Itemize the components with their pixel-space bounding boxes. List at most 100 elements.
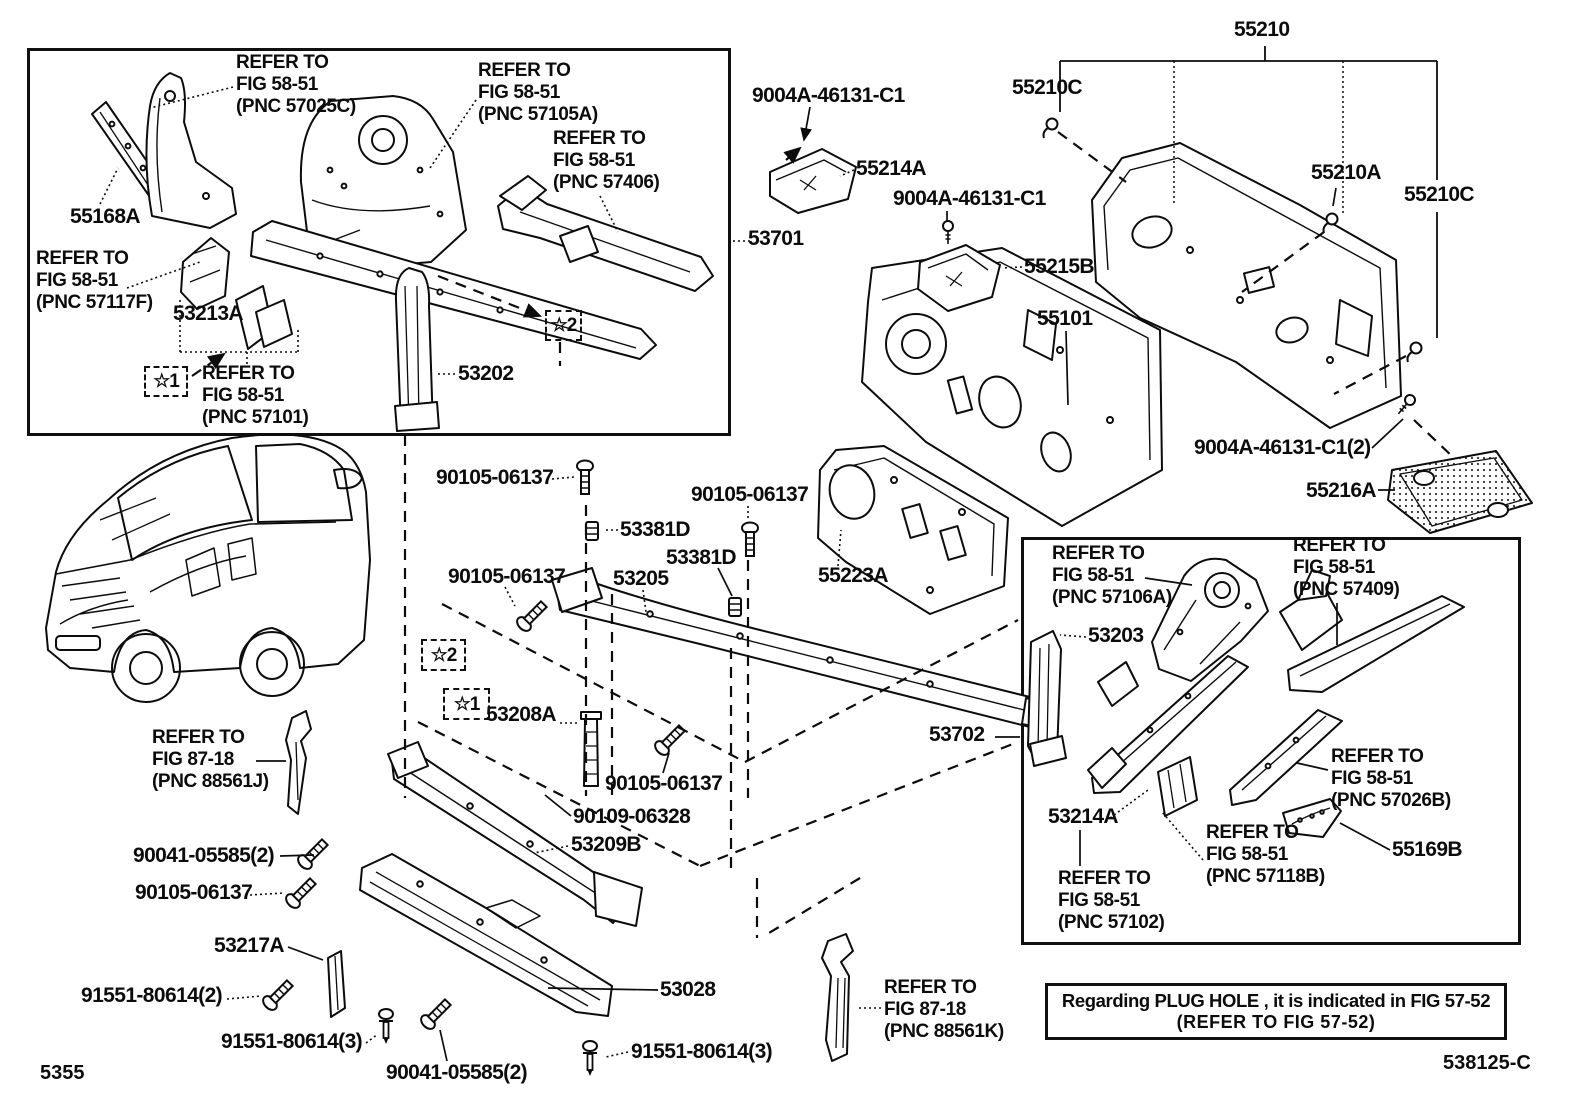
part-label-55169b: 55169B: [1392, 838, 1463, 861]
part-label-55168a: 55168A: [70, 205, 141, 228]
bracket-55210: [1059, 46, 1438, 338]
part-label-53028: 53028: [660, 978, 716, 1001]
insulator-pad-55216a-drawing: [1387, 450, 1533, 534]
plates-57118b-drawing: [1157, 756, 1198, 817]
refer-label-57025c: REFER TO FIG 58-51 (PNC 57025C): [236, 52, 356, 117]
clip-55210c-icon: [1406, 341, 1423, 363]
plate-stack-57117f-drawing: [180, 237, 230, 310]
brace-53202-drawing: [394, 267, 440, 432]
part-label-55210a: 55210A: [1311, 161, 1382, 184]
support-center-lower-53028-drawing: [359, 853, 613, 1017]
grommet-53381d-icon: [728, 597, 742, 617]
fender-apron-57105a-drawing: [299, 95, 467, 269]
star2-marker-main: ☆2: [421, 639, 466, 671]
stay-53217a-drawing: [327, 950, 346, 1018]
refer-label-57106a: REFER TO FIG 58-51 (PNC 57106A): [1052, 543, 1172, 608]
side-mirror-drawing: [333, 468, 363, 490]
insulator-pad-55214a-drawing: [769, 148, 857, 214]
grommet-53381d-icon: [585, 521, 599, 541]
inset-detail-box: [27, 48, 731, 436]
refer-label-88561k: REFER TO FIG 87-18 (PNC 88561K): [884, 977, 1004, 1042]
part-label-90105-right: 90105-06137: [691, 483, 809, 506]
part-label-90105-bottom: 90105-06137: [605, 772, 723, 795]
support-upper-53205-drawing: [551, 567, 1057, 731]
clip-55210c-icon: [1042, 117, 1059, 139]
right-detail-box: [1021, 537, 1521, 945]
refer-label-57406: REFER TO FIG 58-51 (PNC 57406): [553, 128, 660, 193]
part-label-53205: 53205: [613, 567, 669, 590]
screw-9004a-icon: [942, 220, 954, 245]
cowl-side-strip-55168a-drawing: [91, 101, 165, 201]
part-label-91551-2: 91551-80614(2): [81, 984, 223, 1007]
part-label-9004a-3: 9004A-46131-C1(2): [1194, 436, 1371, 459]
clip-91551-icon: [378, 1008, 394, 1045]
refer-label-57409: REFER TO FIG 58-51 (PNC 57409): [1293, 535, 1400, 600]
front-pillar-57025c-drawing: [145, 72, 237, 229]
star1-marker-inset: ☆1: [144, 366, 188, 397]
assembly-dashed-lines: [191, 131, 1455, 938]
plug-hole-note-line2: (REFER TO FIG 57-52): [1176, 1012, 1376, 1032]
part-label-55223a: 55223A: [818, 564, 889, 587]
refer-label-57118b: REFER TO FIG 58-51 (PNC 57118B): [1206, 822, 1325, 887]
part-label-90105-mid: 90105-06137: [448, 565, 566, 588]
part-label-91551-3a: 91551-80614(3): [221, 1030, 363, 1053]
bracket-88561j-drawing: [285, 710, 312, 815]
part-label-55210c-left: 55210C: [1012, 76, 1083, 99]
part-label-53203: 53203: [1088, 624, 1144, 647]
star1-marker-main: ☆1: [443, 688, 490, 720]
side-member-57026b-drawing: [1229, 709, 1343, 806]
refer-label-88561j: REFER TO FIG 87-18 (PNC 88561J): [152, 727, 269, 792]
pin-53208a-drawing: [580, 711, 602, 787]
part-label-90041-bottom: 90041-05585(2): [386, 1061, 528, 1084]
part-label-90041-top: 90041-05585(2): [133, 844, 275, 867]
part-label-55214a: 55214A: [856, 157, 927, 180]
refer-label-57117f: REFER TO FIG 58-51 (PNC 57117F): [36, 248, 153, 313]
apron-rail-57406-drawing: [497, 175, 714, 292]
refer-label-57105a: REFER TO FIG 58-51 (PNC 57105A): [478, 60, 598, 125]
part-label-55215b: 55215B: [1024, 255, 1095, 278]
apron-57106a-drawing: [1151, 557, 1269, 682]
part-label-9004a-1: 9004A-46131-C1: [752, 84, 905, 107]
apron-rail-57409-drawing: [1279, 569, 1465, 693]
part-label-53209b: 53209B: [571, 833, 642, 856]
part-label-90105-top: 90105-06137: [436, 466, 554, 489]
insulator-pad-55215b-drawing: [917, 244, 1001, 312]
part-label-55210: 55210: [1234, 18, 1290, 41]
sheet-number: 5355: [40, 1062, 85, 1084]
gusset-55169b-drawing: [1282, 798, 1342, 838]
part-label-53208a: 53208A: [486, 703, 557, 726]
part-label-53214a: 53214A: [1048, 805, 1119, 828]
crossmember-lower-53209b-drawing: [387, 741, 643, 927]
refer-label-57101: REFER TO FIG 58-51 (PNC 57101): [202, 363, 309, 428]
part-label-90105-lowleft: 90105-06137: [135, 881, 253, 904]
part-label-91551-3b: 91551-80614(3): [631, 1040, 773, 1063]
figure-code: 538125-C: [1443, 1052, 1531, 1074]
leader-lines: [99, 46, 1438, 1062]
part-label-53217a: 53217A: [214, 934, 285, 957]
lower-rail-53214a-drawing: [1087, 655, 1249, 794]
part-label-55101: 55101: [1037, 307, 1093, 330]
part-label-53202: 53202: [458, 362, 514, 385]
refer-label-57026b: REFER TO FIG 58-51 (PNC 57026B): [1331, 746, 1451, 811]
dash-panel-lower-55223a-drawing: [817, 445, 1009, 615]
part-label-53381d-1: 53381D: [620, 518, 691, 541]
bracket-88561k-drawing: [821, 933, 854, 1062]
vehicle-illustration: [45, 433, 371, 703]
bracket-53213a-drawing: [255, 299, 293, 348]
plug-hole-note-line1: Regarding PLUG HOLE , it is indicated in…: [1061, 990, 1491, 1011]
part-label-9004a-2: 9004A-46131-C1: [893, 187, 1046, 210]
part-label-53701: 53701: [748, 227, 804, 250]
plug-hole-note-box: Regarding PLUG HOLE , it is indicated in…: [1045, 983, 1507, 1040]
part-label-53381d-2: 53381D: [666, 546, 737, 569]
part-label-55210c-right: 55210C: [1404, 183, 1475, 206]
member-53203-drawing: [1027, 630, 1067, 767]
part-label-53702: 53702: [929, 723, 985, 746]
lower-rail-57101-drawing: [235, 220, 657, 360]
star2-marker-inset: ☆2: [545, 310, 582, 341]
clip-91551-icon: [582, 1040, 598, 1077]
part-label-55216a: 55216A: [1306, 479, 1377, 502]
part-label-90109: 90109-06328: [573, 805, 691, 828]
part-label-53213a: 53213A: [173, 302, 244, 325]
refer-label-57102: REFER TO FIG 58-51 (PNC 57102): [1058, 868, 1165, 933]
